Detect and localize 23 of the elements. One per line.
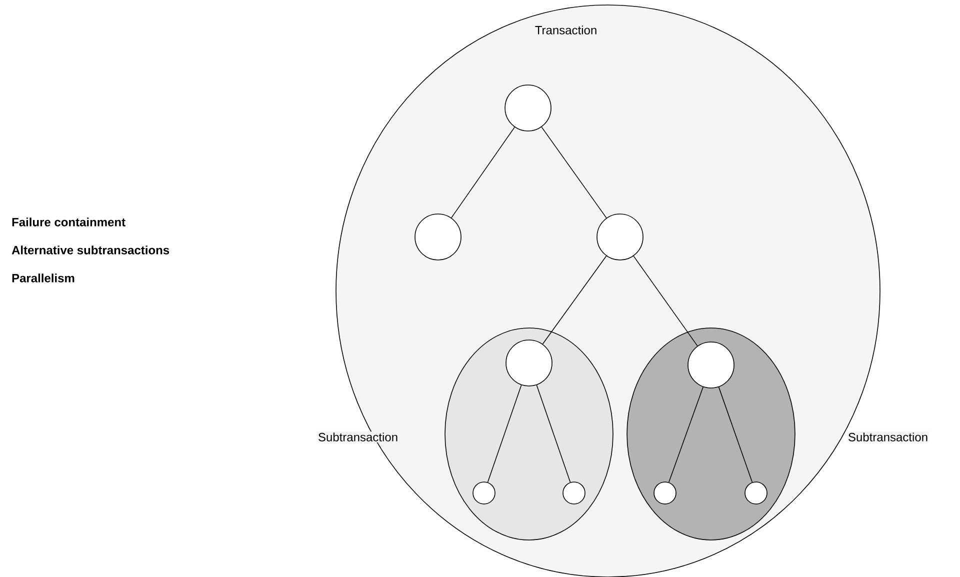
feature-label: Failure containment [12, 218, 126, 226]
connector-line [668, 386, 704, 483]
node-circle [506, 340, 552, 386]
connector-line [536, 384, 571, 483]
node-circle [688, 342, 734, 388]
connector-line [487, 384, 522, 483]
node-label: Subtransaction [846, 432, 930, 442]
node-circle [414, 214, 462, 260]
node-circle [744, 482, 768, 504]
node-circle [596, 214, 644, 260]
connector-line [542, 256, 607, 344]
connector-line [451, 126, 516, 218]
connector-line [633, 256, 698, 346]
feature-label: Parallelism [12, 274, 74, 282]
node-label: Subtransaction [316, 432, 400, 442]
node-circle [472, 482, 496, 504]
connector-line [541, 126, 607, 218]
feature-label: Alternative subtransactions [12, 246, 170, 254]
connector-line [718, 386, 753, 483]
node-label: Transaction [535, 26, 596, 34]
node-circle [504, 84, 552, 132]
node-circle [654, 482, 676, 504]
node-circle [562, 482, 586, 504]
